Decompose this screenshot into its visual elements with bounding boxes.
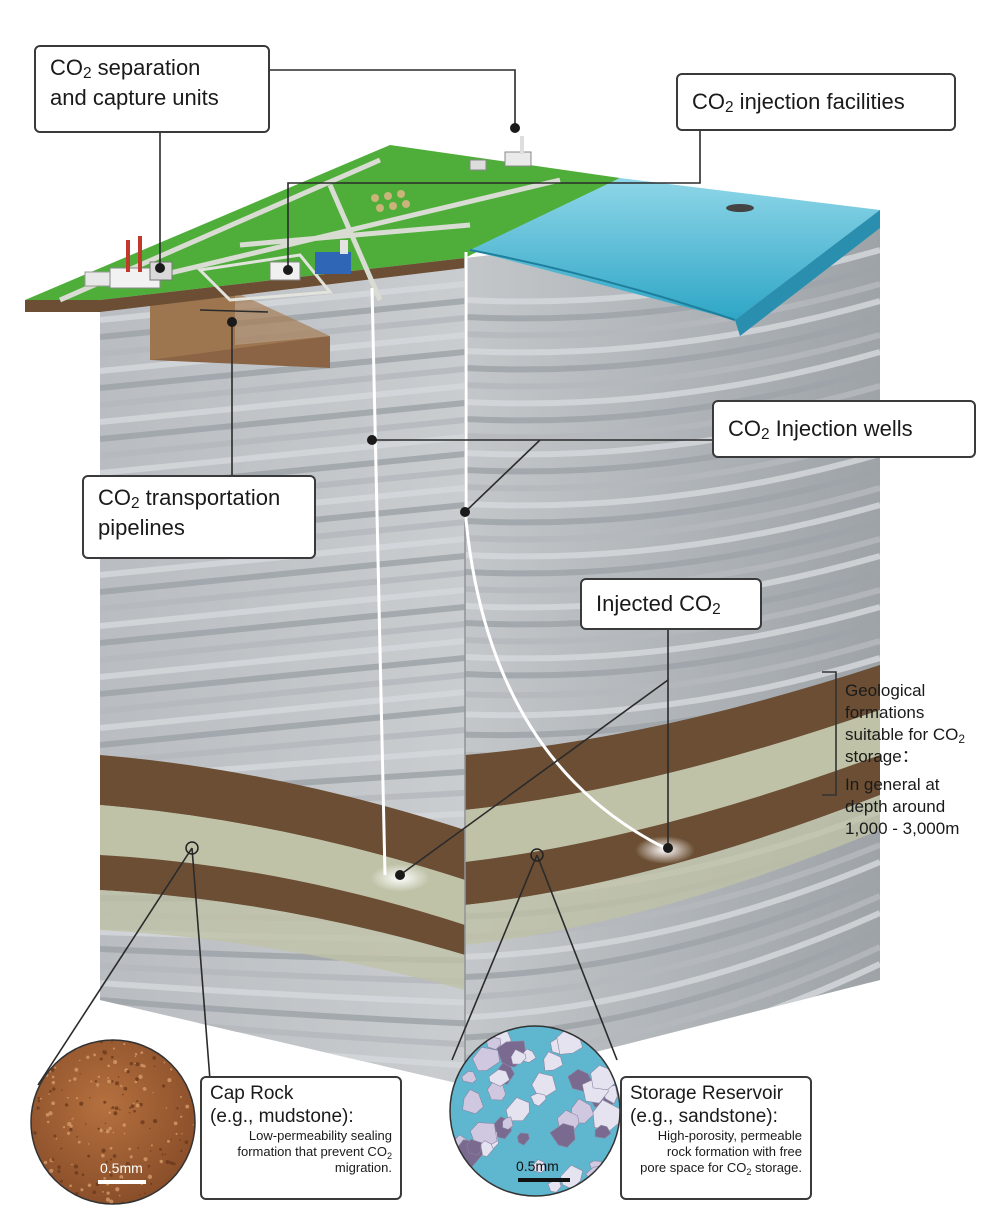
formation-bracket [822,671,837,796]
callout-capture-units: CO2 separation and capture units [34,45,270,133]
ship-icon [726,204,754,212]
caprock-sample-marker [185,841,199,855]
caprock-label-box: Cap Rock (e.g., mudstone): Low-permeabil… [200,1076,402,1200]
reservoir-sample-marker [530,848,544,862]
leader-lines [37,69,715,1086]
caprock-micrograph [30,1039,196,1205]
reservoir-label-box: Storage Reservoir (e.g., sandstone): Hig… [620,1076,812,1200]
callout-injection-facilities: CO2 injection facilities [676,73,956,131]
reservoir-scale-label: 0.5mm [516,1158,559,1174]
formation-note: Geological formations suitable for CO2 s… [845,681,966,838]
capture-plant [84,236,173,289]
callout-injection-wells: CO2 Injection wells [712,400,976,458]
left-block-face [100,258,465,1085]
caprock-scale-label: 0.5mm [100,1160,143,1176]
leader-dots [155,123,673,880]
soil-pit [150,292,330,368]
right-block-face [465,210,880,1085]
sea [469,178,880,336]
callout-pipelines: CO2 transportation pipelines [82,475,316,559]
injection-facility [469,136,532,171]
central-plant [269,190,410,281]
callout-injected-co2: Injected CO2 [580,578,762,630]
